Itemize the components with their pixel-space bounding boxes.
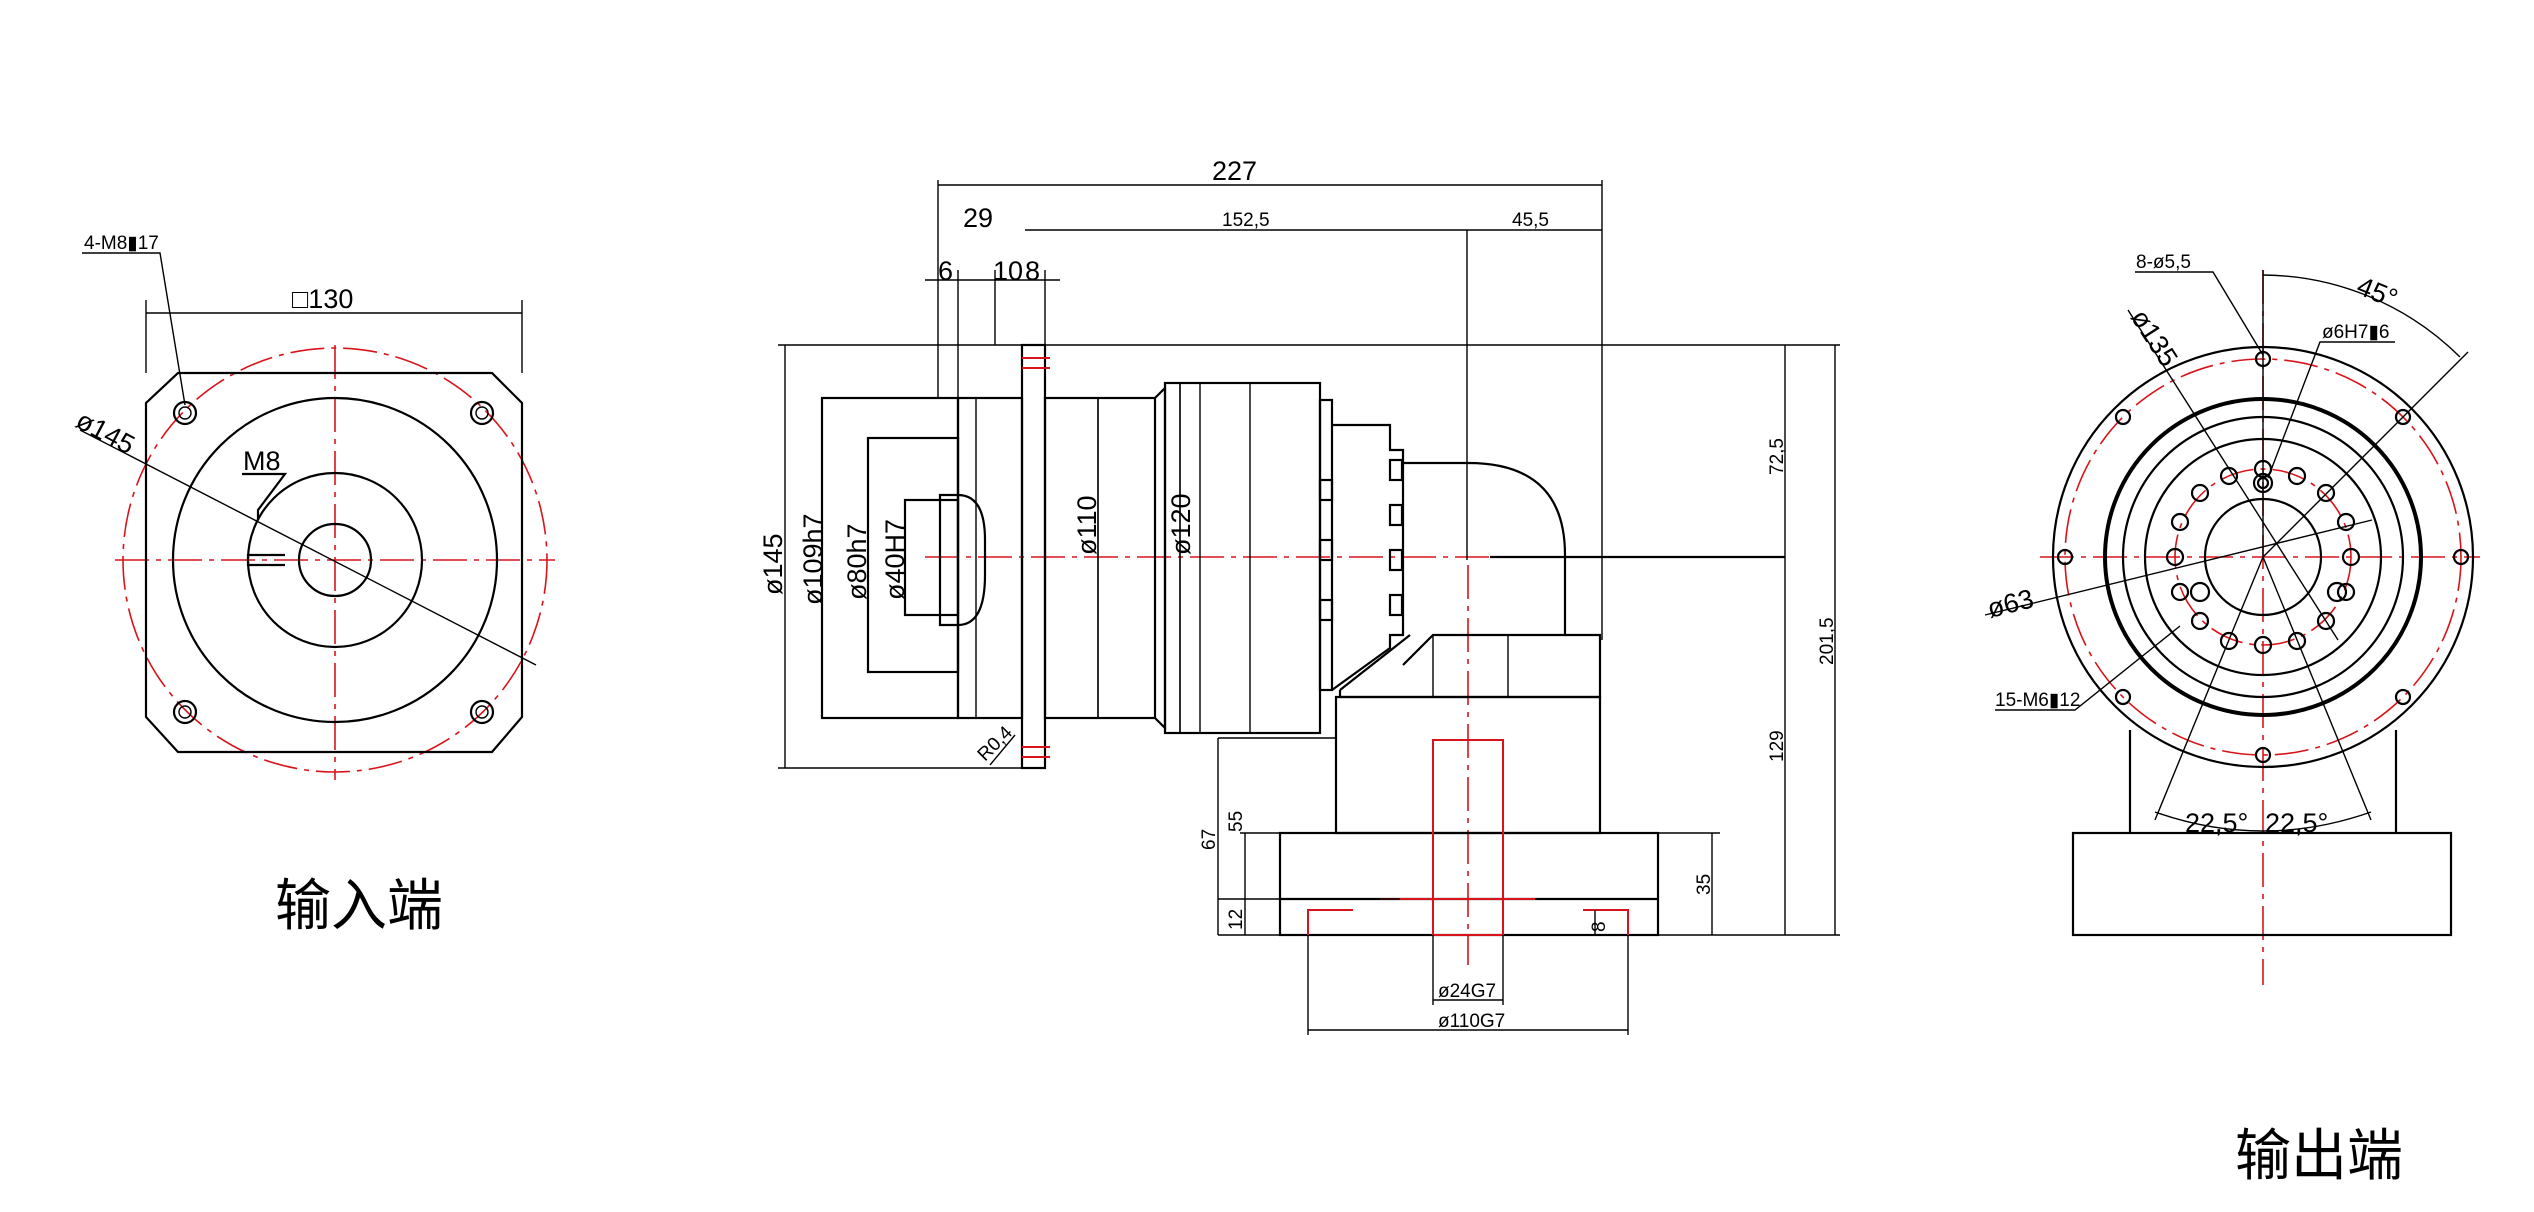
input-pcd-leader (79, 429, 537, 666)
input-bore-40 (903, 498, 960, 617)
input-end-view: 4-M8▮17 □130 ø145 M8 输入端 (71, 233, 555, 939)
output-angle-45: 45° (2353, 271, 2402, 314)
dim-10: 10 (993, 256, 1023, 286)
output-angle-right: 22,5° (2265, 808, 2328, 838)
output-angle-left: 22,5° (2185, 808, 2248, 838)
dim-227: 227 (1212, 156, 1257, 186)
dim-67: 67 (1199, 829, 1220, 850)
dim-12: 12 (1226, 909, 1247, 930)
input-m8-leader (242, 472, 288, 520)
dim-35: 35 (1694, 874, 1715, 895)
input-holes-label: 4-M8▮17 (84, 233, 159, 254)
dim-201-5: 201,5 (1817, 617, 1838, 665)
dia-40h7: ø40H7 (880, 519, 910, 600)
dia-110: ø110 (1072, 495, 1102, 555)
dim-29: 29 (963, 203, 993, 233)
output-end-view: 8-ø5,5 45° ø6H7▮6 ø135 ø63 15-M6▮12 22,5… (1984, 252, 2480, 1189)
output-pcd63-label: ø63 (1984, 583, 2036, 623)
output-caption: 输出端 (2235, 1124, 2403, 1189)
input-mount-holes (172, 400, 495, 725)
dim-72-5: 72,5 (1767, 438, 1788, 475)
output-pcd135-leader (2127, 309, 2339, 641)
input-bore-circle (297, 522, 373, 598)
input-keyway (246, 553, 285, 567)
dim-8-bottom: 8 (1589, 921, 1610, 932)
output-holes-label: 8-ø5,5 (2136, 252, 2191, 273)
dia-145: ø145 (758, 533, 788, 595)
output-shaft-24 (1432, 739, 1504, 936)
output-flange (1278, 831, 1660, 937)
input-thread-label: M8 (243, 446, 281, 476)
dim-55: 55 (1226, 811, 1247, 832)
dim-152-5: 152,5 (1222, 210, 1270, 231)
input-outer-circle (171, 396, 499, 724)
dia-24g7: ø24G7 (1438, 981, 1496, 1002)
gear-housing-120 (1163, 381, 1322, 735)
output-angle-225-arc (2154, 811, 2372, 832)
dia-120: ø120 (1166, 493, 1196, 555)
dim-8-top: 8 (1025, 256, 1040, 286)
dia-80h7: ø80h7 (842, 523, 872, 600)
output-thread-label: 15-M6▮12 (1995, 690, 2080, 711)
gear-housing-110 (1043, 396, 1157, 720)
output-pcd135-label: ø135 (2125, 304, 2184, 372)
angle-housing (1331, 423, 1405, 691)
housing-bolt-ring (1318, 398, 1334, 692)
dia-110g7: ø110G7 (1438, 1011, 1505, 1032)
input-caption: 输入端 (275, 874, 443, 939)
gear-housing-step (1154, 385, 1167, 731)
output-base-block (2071, 831, 2453, 937)
input-square-label: □130 (292, 284, 353, 314)
output-pin-leader (2267, 341, 2395, 479)
dim-45-5: 45,5 (1512, 210, 1549, 231)
input-coupling (938, 493, 987, 627)
adapter-body (956, 396, 1024, 720)
dim-6: 6 (938, 256, 953, 286)
output-holes-leader (2135, 271, 2264, 356)
input-pcd-label: ø145 (71, 405, 139, 460)
input-square-flange (144, 371, 524, 754)
output-pcd63-leader (1984, 519, 2373, 616)
side-view: 227 29 152,5 45,5 6 10 8 ø145 ø109h7 ø80… (758, 156, 1840, 1035)
elbow-housing (1402, 461, 1567, 666)
output-angle-45-arc (2262, 274, 2461, 358)
dim-129: 129 (1767, 730, 1788, 762)
dia-109h7: ø109h7 (798, 513, 828, 605)
elbow-lower (1338, 633, 1602, 699)
output-thread-leader (1995, 625, 2181, 711)
input-holes-leader (82, 252, 186, 406)
output-pin-label: ø6H7▮6 (2322, 322, 2389, 343)
